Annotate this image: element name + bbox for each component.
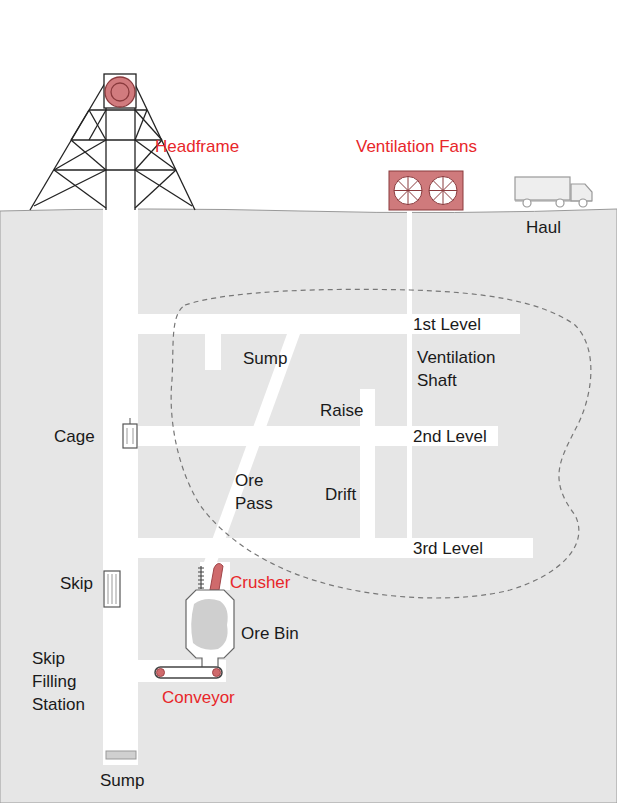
part-label: Haul bbox=[526, 216, 561, 239]
part-label: Raise bbox=[320, 399, 363, 422]
level-sump bbox=[205, 334, 221, 370]
conveyor bbox=[155, 667, 222, 678]
part-label: 1st Level bbox=[413, 313, 481, 336]
part-label: Sump bbox=[243, 347, 287, 370]
ground bbox=[0, 209, 617, 803]
skip bbox=[104, 571, 120, 607]
haul-truck bbox=[515, 177, 592, 207]
part-label: Cage bbox=[54, 425, 95, 448]
main-shaft bbox=[103, 208, 138, 765]
ventilation-fans bbox=[389, 171, 463, 210]
part-label: Ventilation Fans bbox=[356, 135, 477, 158]
ore-pass bbox=[204, 334, 300, 562]
part-label: Ore Pass bbox=[235, 469, 297, 515]
part-label: Sump bbox=[100, 769, 144, 792]
part-label: Ventilation Shaft bbox=[417, 346, 517, 392]
ore-bin bbox=[186, 590, 234, 668]
part-label: Headframe bbox=[155, 135, 239, 158]
ore-body-outline bbox=[171, 289, 591, 598]
part-label: Drift bbox=[325, 483, 356, 506]
part-label: Ore Bin bbox=[241, 622, 299, 645]
cage bbox=[123, 418, 137, 448]
ventilation-shaft bbox=[407, 210, 412, 538]
crusher bbox=[198, 562, 230, 590]
part-label: Crusher bbox=[230, 571, 290, 594]
part-label: Skip Filling Station bbox=[32, 647, 102, 716]
shaft-sump bbox=[106, 751, 136, 759]
part-label: 2nd Level bbox=[413, 425, 487, 448]
part-label: 3rd Level bbox=[413, 537, 483, 560]
part-label: Skip bbox=[60, 572, 93, 595]
part-label: Conveyor bbox=[162, 686, 235, 709]
